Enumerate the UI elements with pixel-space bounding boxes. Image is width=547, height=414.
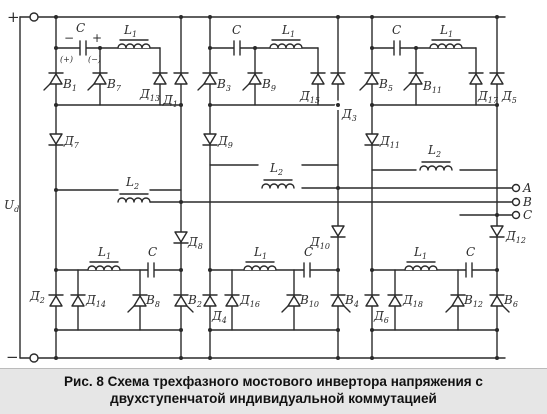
label-b1: B1: [62, 77, 77, 93]
label-d17: Д17: [477, 89, 499, 105]
label-b11: B11: [422, 79, 442, 95]
label-d2: Д2: [29, 289, 45, 305]
cap-label-lower-c: C: [466, 245, 475, 259]
inductor-l1-lower-b: [243, 261, 277, 271]
l1-label-upper-c: L1: [439, 23, 453, 39]
output-lines: [149, 183, 521, 220]
label-d4: Д4: [211, 309, 227, 325]
capacitor-lower-a: [147, 262, 155, 278]
label-d8: Д8: [187, 235, 203, 251]
diode-symbols: [48, 72, 505, 307]
inductor-l1-lower-a: [87, 261, 121, 271]
cap-label-upper-b: C: [232, 23, 241, 37]
label-d11: Д11: [379, 134, 400, 150]
cap-label-lower-b: C: [304, 245, 313, 259]
output-c-label: C: [523, 208, 532, 222]
label-d18: Д18: [402, 293, 423, 309]
inductor-l2-c: [419, 161, 453, 171]
cap-minus-mark: −: [64, 31, 74, 45]
l1-label-lower-b: L1: [253, 245, 267, 261]
inductor-l1-upper-b: [269, 39, 303, 49]
cap-label-upper-c: C: [392, 23, 401, 37]
inductor-l1-upper-a: [117, 39, 151, 49]
inductor-l2-a: [117, 193, 151, 203]
label-b9: B9: [261, 77, 276, 93]
capacitor-upper-b: [233, 40, 241, 56]
label-d3: Д3: [341, 107, 357, 123]
output-a-label: A: [522, 181, 532, 195]
l2-label-c: L2: [427, 143, 441, 159]
l1-label-lower-a: L1: [97, 245, 111, 261]
inductor-l2-b: [261, 179, 295, 189]
label-d14: Д14: [85, 293, 106, 309]
plus-terminal-label: +: [7, 8, 20, 26]
l1-label-upper-b: L1: [281, 23, 295, 39]
label-d5: Д5: [501, 89, 517, 105]
l1-label-upper-a: L1: [123, 23, 137, 39]
l1-label-lower-c: L1: [413, 245, 427, 261]
inductor-l1-upper-c: [429, 39, 463, 49]
label-b6: B6: [503, 293, 518, 309]
label-d15: Д15: [299, 89, 320, 105]
thyristor-symbols: [43, 72, 510, 313]
cap-label-upper-a: C: [76, 21, 85, 35]
label-b4: B4: [344, 293, 359, 309]
label-d1: Д1: [162, 93, 178, 109]
label-b5: B5: [378, 77, 393, 93]
junction-dots: [54, 15, 499, 360]
phase-a: [55, 16, 182, 359]
l2-label-a: L2: [125, 175, 139, 191]
capacitor-upper-a: [79, 40, 87, 56]
label-b3: B3: [216, 77, 231, 93]
label-d16: Д16: [239, 293, 260, 309]
label-d7: Д7: [63, 134, 80, 150]
capacitor-upper-c: [393, 40, 401, 56]
caption-line-2: двухступенчатой индивидуальной коммутаци…: [110, 391, 437, 406]
capacitor-lower-b: [303, 262, 311, 278]
cap-label-lower-a: C: [148, 245, 157, 259]
output-b-label: B: [522, 195, 532, 209]
figure-caption: Рис. 8 Схема трехфазного мостового инвер…: [0, 368, 547, 414]
caption-line-1: Рис. 8 Схема трехфазного мостового инвер…: [64, 374, 483, 389]
label-b10: B10: [299, 293, 319, 309]
label-b2: B2: [187, 293, 202, 309]
label-b7: B7: [106, 77, 122, 93]
cap-plus-mark: +: [92, 31, 102, 45]
polarity-pos: (+): [60, 55, 73, 64]
label-d13: Д13: [139, 87, 160, 103]
polarity-neg: (−): [88, 55, 101, 64]
label-b8: B8: [145, 293, 160, 309]
label-b12: B12: [463, 293, 483, 309]
label-d12: Д12: [505, 229, 526, 245]
label-d9: Д9: [217, 134, 233, 150]
l2-label-b: L2: [269, 161, 283, 177]
inductor-l1-lower-c: [404, 261, 438, 271]
label-d10: Д10: [309, 235, 330, 251]
dc-bus: [19, 12, 506, 363]
inverter-circuit-diagram: + − Ud: [4, 8, 532, 366]
ud-label: Ud: [4, 198, 19, 214]
minus-terminal-label: −: [6, 348, 19, 366]
capacitor-lower-c: [465, 262, 473, 278]
label-d6: Д6: [373, 309, 389, 325]
